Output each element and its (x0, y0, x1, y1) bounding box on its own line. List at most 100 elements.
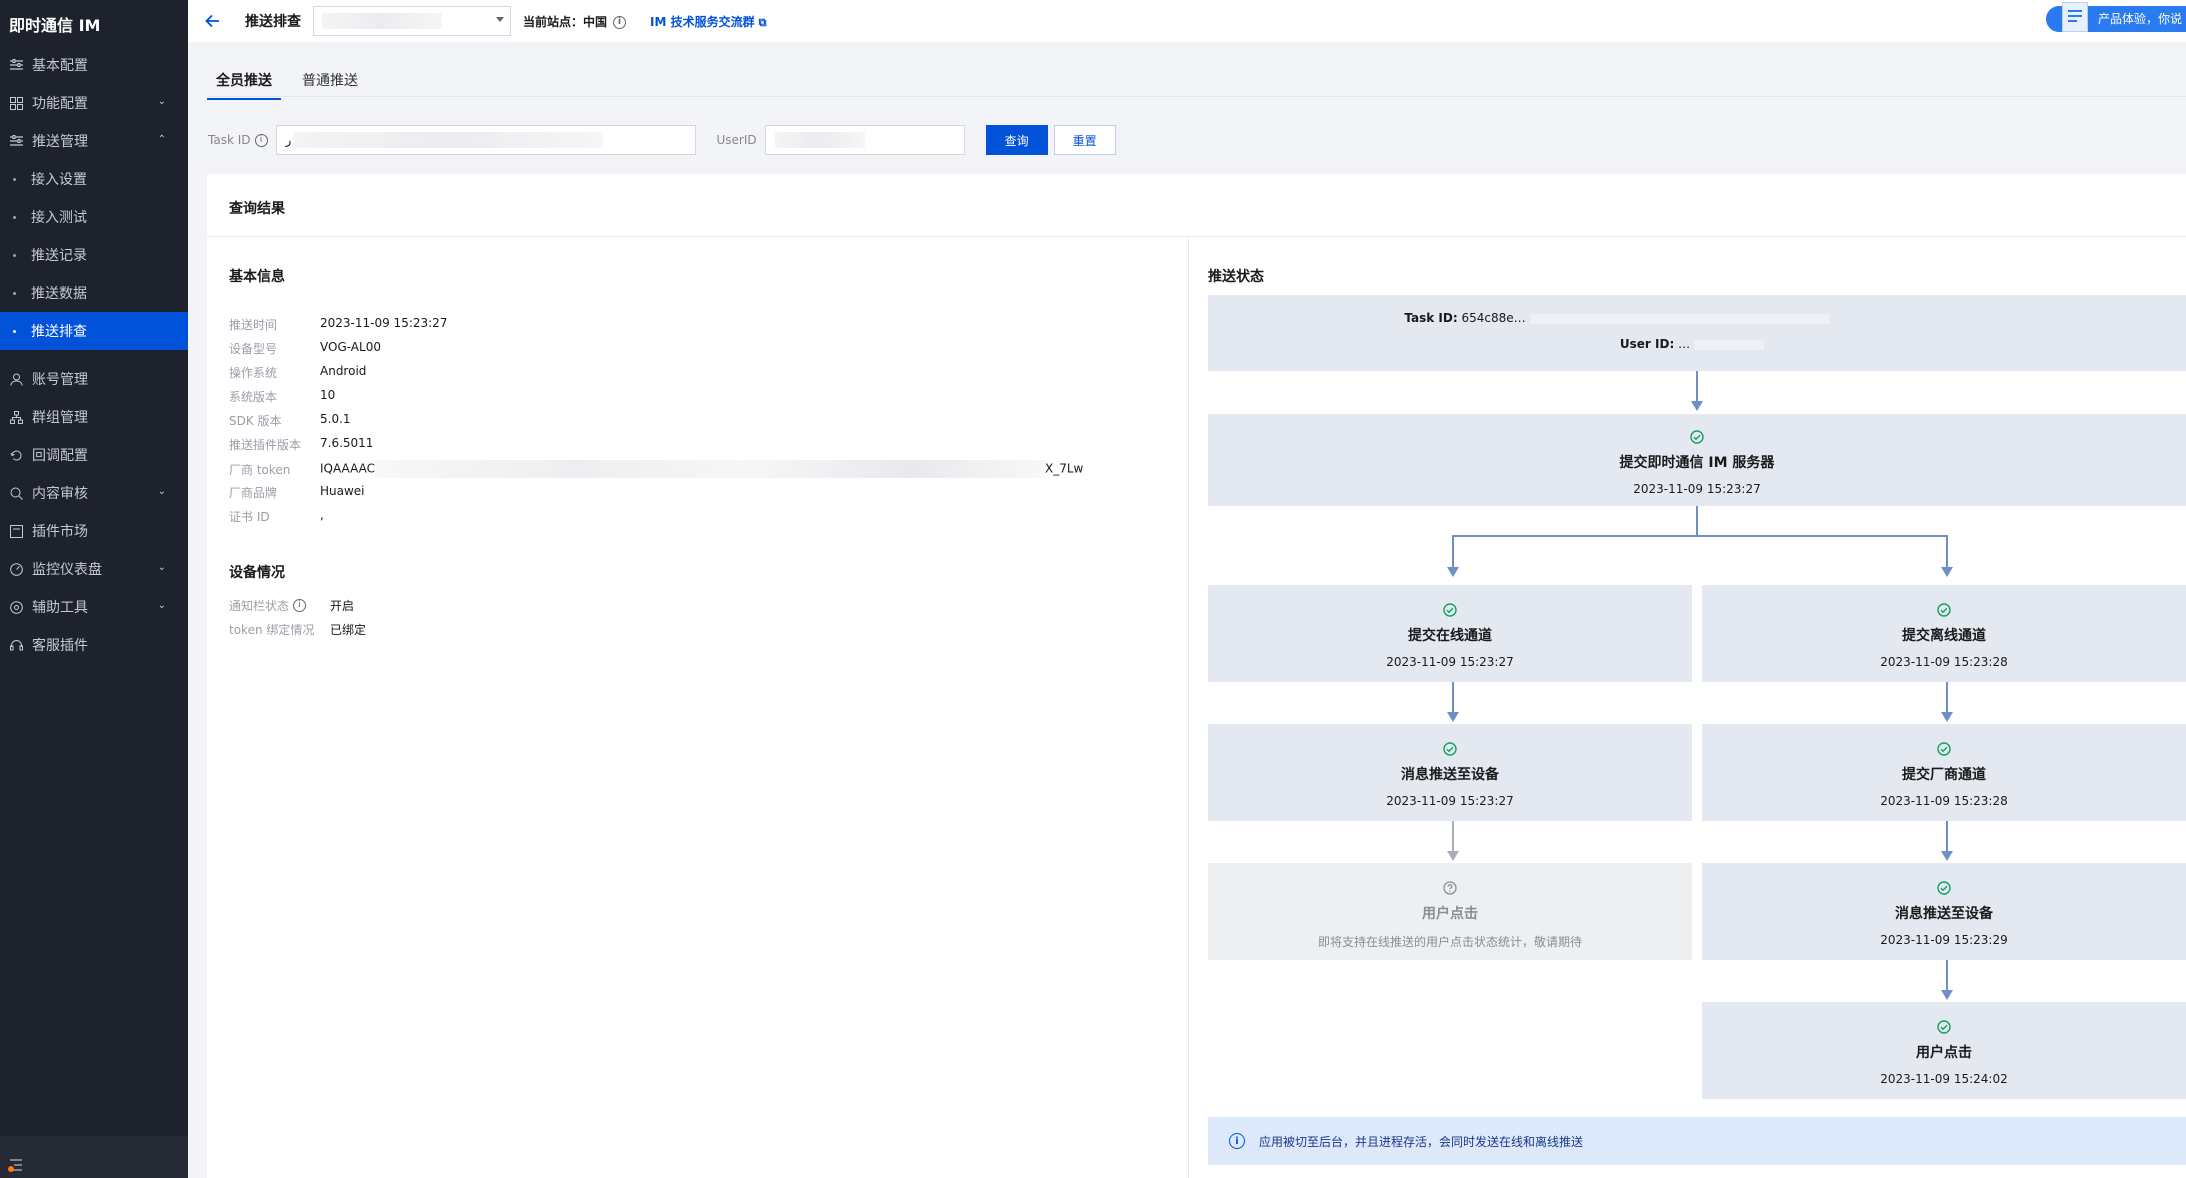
tabs-divider (207, 96, 2186, 97)
tab-normal-push[interactable]: 普通推送 (302, 73, 358, 89)
success-check-icon (1937, 881, 1951, 895)
back-arrow-icon[interactable] (204, 12, 222, 30)
sidebar-item-push-records[interactable]: 推送记录 (0, 236, 188, 274)
sidebar-item-groups[interactable]: 群组管理 (0, 398, 188, 436)
info-key: 证书 ID (229, 510, 270, 524)
sidebar-item-content-review[interactable]: 内容审核 ⌄ (0, 474, 188, 512)
sidebar-item-accounts[interactable]: 账号管理 (0, 360, 188, 398)
feedback-widget[interactable]: 产品体验，你说 (2046, 2, 2186, 34)
flow-offline-click-box: 用户点击 2023-11-09 15:24:02 (1702, 1002, 2186, 1099)
chevron-down-icon: ⌄ (157, 96, 166, 107)
sidebar-item-label: 客服插件 (32, 638, 88, 654)
success-check-icon (1690, 430, 1704, 444)
info-key: 设备型号 (229, 342, 278, 356)
info-icon[interactable]: i (613, 15, 627, 29)
chevron-down-icon: ⌄ (157, 562, 166, 573)
info-value: 5.0.1 (320, 412, 351, 426)
sidebar-item-label: 基本配置 (32, 58, 88, 74)
collapse-menu-icon[interactable] (8, 1158, 24, 1172)
sidebar-item-label: 推送排查 (31, 324, 87, 340)
tab-all-push[interactable]: 全员推送 (207, 60, 281, 100)
external-link-icon: ⧉ (758, 15, 767, 29)
bullet-icon (13, 253, 16, 257)
sidebar-item-customer-service[interactable]: 客服插件 (0, 626, 188, 664)
plugin-icon (9, 524, 23, 538)
notice-text: 应用被切至后台，并且进程存活，会同时发送在线和离线推送 (1259, 1134, 1584, 1149)
sidebar-item-push-data[interactable]: 推送数据 (0, 274, 188, 312)
device-key: token 绑定情况 (229, 623, 315, 637)
task-id-input[interactable]: ر (275, 125, 696, 155)
sidebar-item-label: 内容审核 (32, 486, 88, 502)
info-value: 10 (320, 388, 336, 402)
sidebar-item-push-management[interactable]: 推送管理 ⌃ (0, 122, 188, 160)
chevron-up-icon: ⌃ (157, 134, 166, 145)
sidebar-item-push-troubleshoot[interactable]: 推送排查 (0, 312, 188, 350)
callback-icon (9, 448, 23, 462)
sidebar-item-monitoring[interactable]: 监控仪表盘 ⌄ (0, 550, 188, 588)
flow-arrow (1946, 821, 1948, 853)
sidebar-item-label: 接入测试 (31, 210, 87, 226)
flow-arrow (1696, 371, 1698, 403)
flow-task-box: Task ID: 654c88e… User ID: … (1208, 295, 2186, 371)
user-id-input[interactable] (764, 125, 965, 155)
sidebar-item-basic-config[interactable]: 基本配置 (0, 46, 188, 84)
sidebar-item-label: 推送数据 (31, 286, 87, 302)
token-start: IQAAAAC (320, 461, 375, 476)
masked-token (375, 460, 1045, 478)
step-time: 2023-11-09 15:23:27 (1386, 794, 1514, 808)
flow-online-click-box: 用户点击 即将支持在线推送的用户点击状态统计，敬请期待 (1208, 863, 1692, 960)
info-notice: i 应用被切至后台，并且进程存活，会同时发送在线和离线推送 (1208, 1117, 2186, 1165)
info-value: 2023-11-09 15:23:27 (320, 316, 448, 330)
sidebar-item-label: 推送管理 (32, 134, 88, 150)
flow-arrow-head (1941, 851, 1953, 861)
task-id-label-text: Task ID (208, 133, 251, 147)
device-key-text: 通知栏状态 (229, 599, 290, 613)
info-key: SDK 版本 (229, 414, 282, 428)
step-time: 2023-11-09 15:23:29 (1880, 933, 2008, 947)
flow-arrow (1696, 506, 1698, 536)
info-key: 厂商品牌 (229, 486, 278, 500)
masked-value (774, 132, 865, 148)
success-check-icon (1937, 1020, 1951, 1034)
info-key: 厂商 token (229, 462, 291, 477)
info-key: 操作系统 (229, 366, 278, 380)
info-value: VOG-AL00 (320, 340, 381, 354)
im-group-link[interactable]: IM 技术服务交流群⧉ (650, 13, 766, 30)
reset-button[interactable]: 重置 (1053, 125, 1116, 155)
sidebar-item-label: 回调配置 (32, 448, 88, 464)
flow-arrow (1452, 535, 1454, 569)
sidebar-item-access-test[interactable]: 接入测试 (0, 198, 188, 236)
push-status-flow: Task ID: 654c88e… User ID: … 提交即时通信 IM 服… (1208, 295, 2186, 1178)
step-title: 提交即时通信 IM 服务器 (1619, 455, 1775, 471)
sidebar-item-label: 接入设置 (31, 172, 87, 188)
task-id-key: Task ID: (1404, 311, 1458, 325)
search-doc-icon (9, 486, 23, 500)
masked-value (1694, 339, 1765, 350)
gauge-icon (9, 562, 23, 576)
column-divider (1188, 236, 1189, 1178)
sidebar-item-access-settings[interactable]: 接入设置 (0, 160, 188, 198)
info-icon[interactable]: i (254, 133, 268, 147)
sidebar-item-feature-config[interactable]: 功能配置 ⌄ (0, 84, 188, 122)
sidebar-item-tools[interactable]: 辅助工具 ⌄ (0, 588, 188, 626)
sidebar-item-callback[interactable]: 回调配置 (0, 436, 188, 474)
question-circle-icon (1443, 881, 1457, 895)
flow-online-box: 提交在线通道 2023-11-09 15:23:27 (1208, 585, 1692, 682)
sidebar-nav: 基本配置 功能配置 ⌄ 推送管理 ⌃ 接入设置 接入测试 推送记录 推送数据 (0, 46, 188, 664)
app-select[interactable] (313, 6, 511, 36)
step-title: 提交离线通道 (1902, 628, 1986, 644)
flow-vendor-box: 提交厂商通道 2023-11-09 15:23:28 (1702, 724, 2186, 821)
step-title: 用户点击 (1422, 906, 1478, 922)
flow-arrow (1452, 682, 1454, 714)
device-row: token 绑定情况已绑定 (229, 621, 366, 638)
grid-icon (9, 96, 23, 110)
bullet-icon (13, 177, 16, 181)
sidebar-item-plugin-market[interactable]: 插件市场 (0, 512, 188, 550)
flow-arrow (1452, 821, 1454, 853)
org-icon (9, 410, 23, 424)
info-icon[interactable]: i (293, 599, 307, 612)
info-key: 系统版本 (229, 390, 278, 404)
query-button[interactable]: 查询 (985, 125, 1048, 155)
